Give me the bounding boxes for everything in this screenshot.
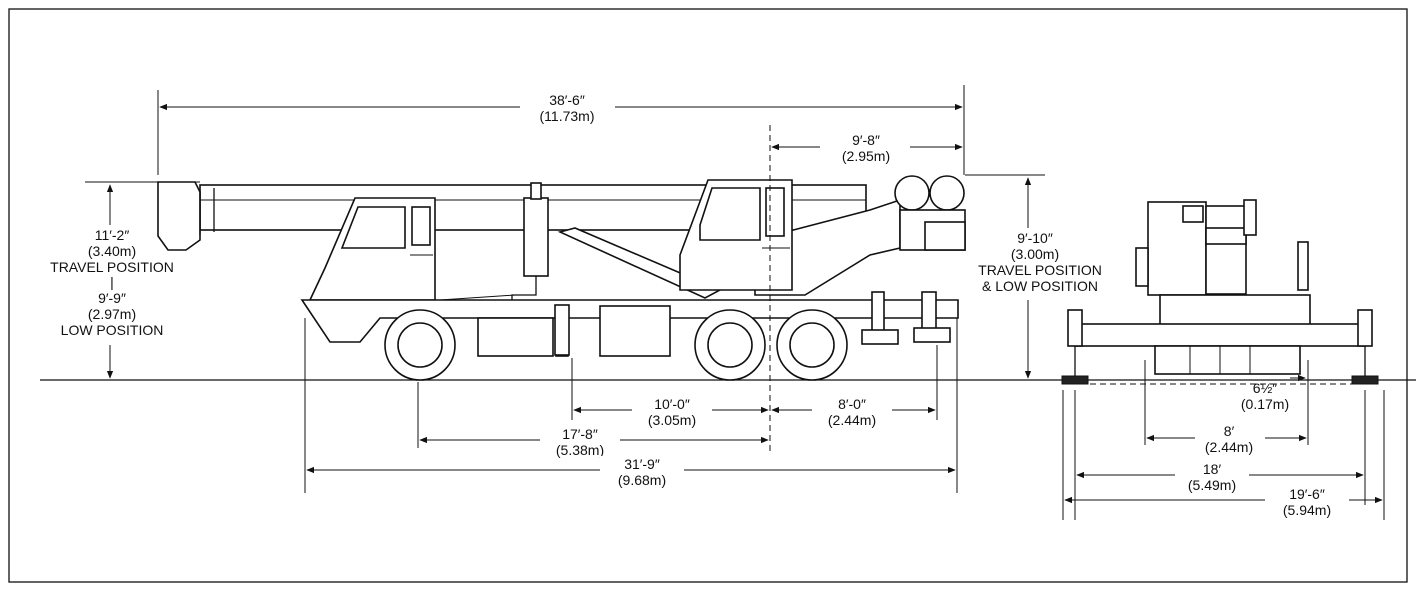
dim-height-right-ft: 9′-10″ <box>1017 230 1053 246</box>
dim-rear-overhang-ft: 9′-8″ <box>852 132 880 148</box>
right-jack <box>1357 309 1373 347</box>
dim-pivot-outrigger-m: (2.44m) <box>828 412 876 428</box>
dim-boom-length-ft: 38′-6″ <box>549 92 585 108</box>
dim-clearance-m: (0.17m) <box>1241 396 1289 412</box>
dimension-lines: 38′-6″ (11.73m) 9′-8″ (2.95m) 11′-2″ (3.… <box>50 85 1385 520</box>
fuel-tank <box>599 305 671 357</box>
dim-height-right-label: TRAVEL POSITION <box>978 262 1102 278</box>
dim-clearance-ft: 6½″ <box>1253 380 1277 396</box>
dim-height-right-label2: & LOW POSITION <box>982 278 1098 294</box>
dim-outrigger-overall-ft: 19′-6″ <box>1289 486 1325 502</box>
dim-pivot-outrigger-ft: 8′-0″ <box>838 396 866 412</box>
rear-tires <box>1154 345 1301 375</box>
right-float <box>1351 375 1379 385</box>
dim-outrigger-center-ft: 18′ <box>1203 461 1222 477</box>
dim-height-left-label: TRAVEL POSITION <box>50 259 174 275</box>
left-float <box>1061 375 1089 385</box>
dim-track-width-m: (2.44m) <box>1205 439 1253 455</box>
dim-height-left-m2: (2.97m) <box>88 306 136 322</box>
dim-front-axle-pivot-ft: 17′-8″ <box>562 426 598 442</box>
crane-side-view <box>157 125 966 455</box>
outrigger-beam <box>1074 323 1366 347</box>
dim-outrigger-overall-m: (5.94m) <box>1283 502 1331 518</box>
left-jack <box>1067 309 1083 347</box>
hoist-drum-rear <box>929 175 965 211</box>
dim-height-left-m: (3.40m) <box>88 243 136 259</box>
dim-axle-pivot-ft: 10′-0″ <box>654 396 690 412</box>
front-outrigger <box>554 304 570 356</box>
upper-cab-window <box>699 187 761 241</box>
dim-track-width-ft: 8′ <box>1224 423 1235 439</box>
boom-support <box>523 197 549 277</box>
dim-axle-pivot-m: (3.05m) <box>648 412 696 428</box>
dim-boom-length-m: (11.73m) <box>540 108 595 124</box>
dim-carrier-length-m: (9.68m) <box>618 472 666 488</box>
carrier-cab-window <box>340 206 406 249</box>
frame-border <box>8 8 1408 583</box>
crane-rear-view <box>1061 199 1379 385</box>
rear-boom-end <box>1243 199 1257 236</box>
dim-height-left-ft2: 9′-9″ <box>98 290 126 306</box>
dim-height-left-separator: | <box>110 274 114 290</box>
rear-housing <box>1205 205 1247 295</box>
boom-head <box>157 181 201 251</box>
dim-height-right-m: (3.00m) <box>1011 246 1059 262</box>
dim-front-axle-pivot-m: (5.38m) <box>556 442 604 458</box>
rear-carrier <box>1159 294 1311 326</box>
dim-carrier-length-ft: 31′-9″ <box>624 456 660 472</box>
dim-outrigger-center-m: (5.49m) <box>1188 477 1236 493</box>
dim-height-left-ft: 11′-2″ <box>95 227 130 243</box>
tool-box <box>477 317 554 357</box>
dim-rear-overhang-m: (2.95m) <box>842 148 890 164</box>
dim-height-left-label2: LOW POSITION <box>61 322 164 338</box>
chassis-frame <box>300 299 959 343</box>
hoist-drum-front <box>894 175 930 211</box>
